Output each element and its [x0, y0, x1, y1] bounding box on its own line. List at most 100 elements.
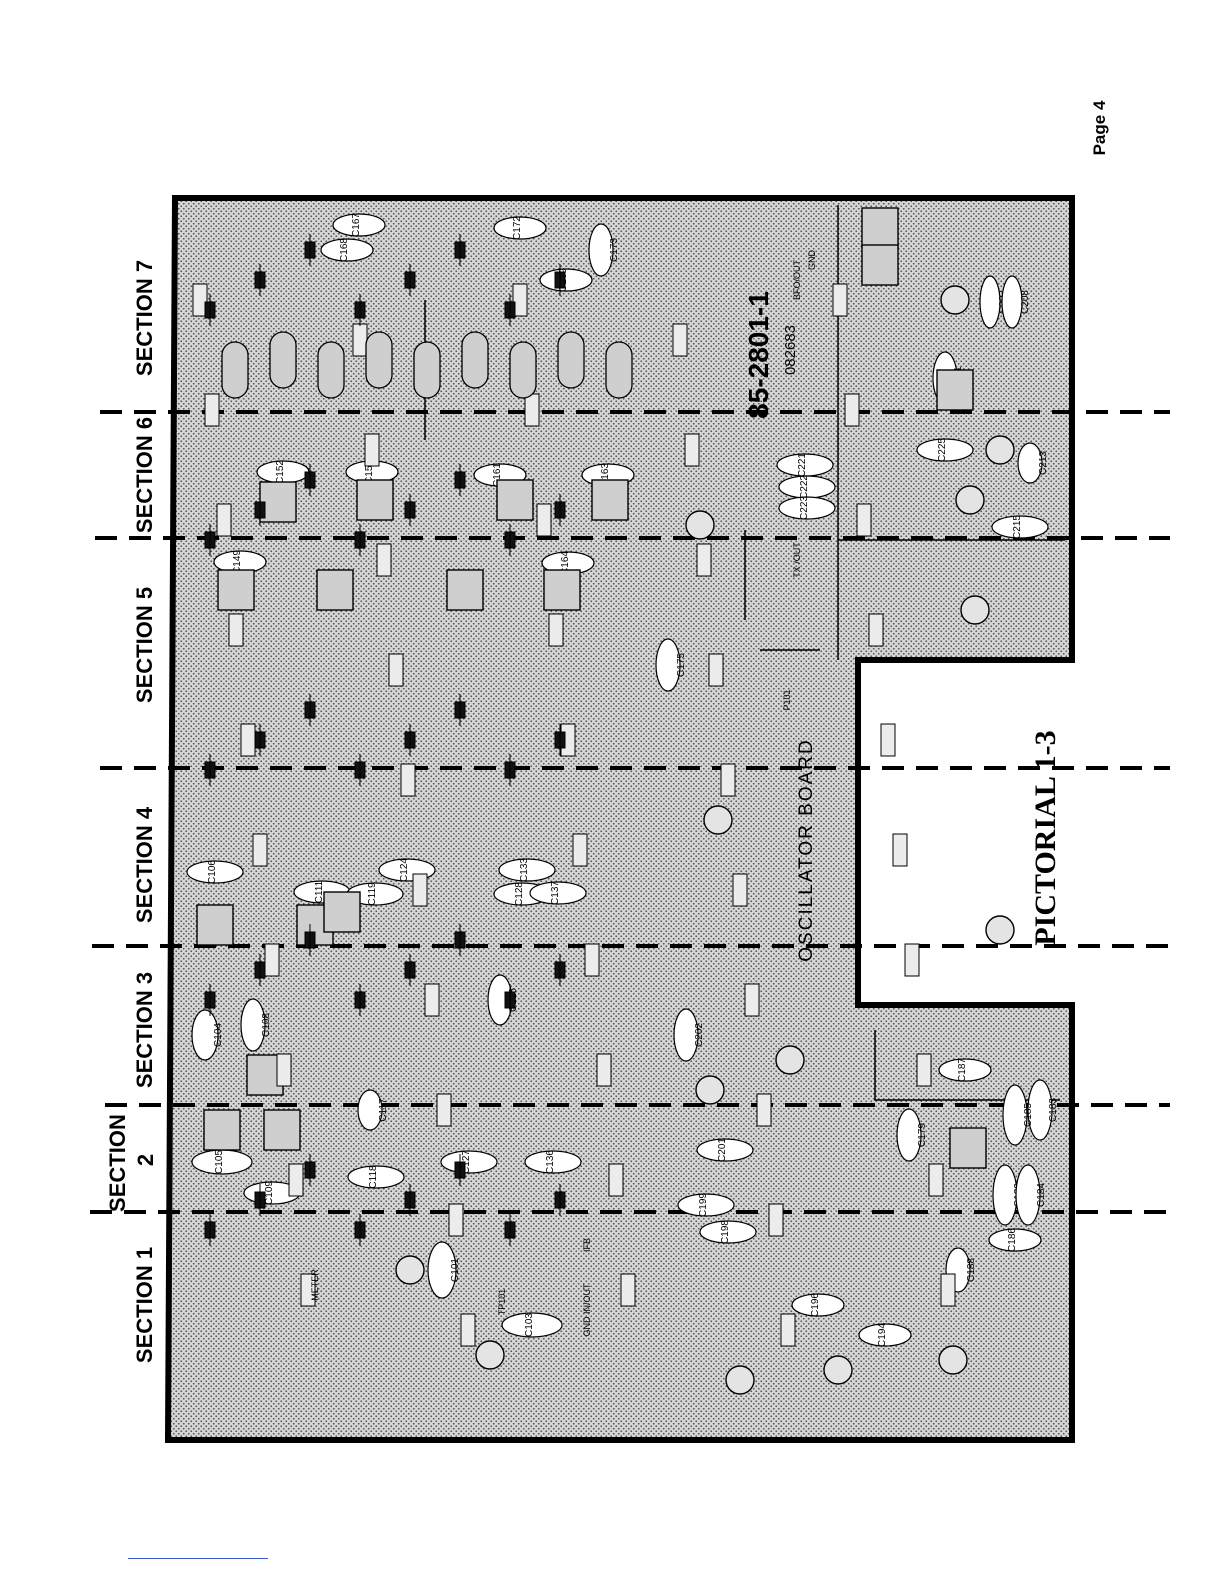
- diode-d114: [404, 954, 416, 986]
- capacitor-c106: [186, 860, 244, 884]
- capacitor-label: C103: [524, 1313, 535, 1337]
- capacitor-label: C152: [275, 460, 286, 484]
- capacitor-c108: [240, 998, 266, 1052]
- capacitor-label: C137: [550, 881, 561, 905]
- diode-d129: [354, 524, 366, 556]
- resistor-r102: [204, 393, 220, 427]
- resistor-r111: [288, 1163, 304, 1197]
- diode-d102: [254, 1184, 266, 1216]
- resistor-r148: [696, 543, 712, 577]
- resistor-r104: [228, 613, 244, 647]
- crystal-y101: [221, 341, 249, 399]
- capacitor-c199: [677, 1193, 735, 1217]
- transistor-q113: [985, 435, 1015, 465]
- capacitor-label: C199: [698, 1193, 709, 1217]
- capacitor-label: C164: [560, 551, 571, 575]
- diode-d112: [304, 924, 316, 956]
- diode-d138: [404, 264, 416, 296]
- crystal-y108: [557, 331, 585, 389]
- capacitor-label: C215: [1012, 515, 1023, 539]
- resistor-r164: [892, 833, 908, 867]
- capacitor-label: C198: [720, 1220, 731, 1244]
- coil-l125: [259, 481, 297, 523]
- capacitor-label: C133: [519, 858, 530, 882]
- crystal-y103: [317, 341, 345, 399]
- capacitor-c208: [1001, 275, 1023, 329]
- diode-d139: [454, 234, 466, 266]
- capacitor-label: C117: [378, 1098, 389, 1122]
- diode-d103: [304, 1154, 316, 1186]
- capacitor-label: C188: [966, 1258, 977, 1282]
- crystal-y104: [365, 331, 393, 389]
- capacitor-label: C196: [810, 1293, 821, 1317]
- capacitor-label: C127: [461, 1150, 472, 1174]
- capacitor-c167: [332, 213, 386, 237]
- resistor-r121: [388, 653, 404, 687]
- transistor-q104: [775, 1045, 805, 1075]
- resistor-r137: [548, 613, 564, 647]
- diode-d137: [354, 294, 366, 326]
- resistor-r122: [400, 763, 416, 797]
- capacitor-label: C156: [364, 460, 375, 484]
- resistor-r132: [524, 393, 540, 427]
- capacitor-c187: [938, 1058, 992, 1082]
- resistor-r167: [928, 1163, 944, 1197]
- transistor-q110: [685, 510, 715, 540]
- capacitor-label: C161: [492, 463, 503, 487]
- capacitor-c183: [1027, 1079, 1053, 1141]
- capacitor-label: C101: [450, 1258, 461, 1282]
- capacitor-c168: [320, 238, 374, 262]
- capacitor-c173: [588, 223, 614, 277]
- diode-d116: [504, 984, 516, 1016]
- coil-l108: [323, 891, 361, 933]
- coil-l127: [356, 479, 394, 521]
- capacitor-c225: [916, 438, 974, 462]
- capacitor-c179: [896, 1108, 922, 1162]
- resistor-r166: [916, 1053, 932, 1087]
- resistor-r101: [192, 283, 208, 317]
- board-label: OSCILLATOR BOARD: [796, 738, 817, 961]
- crystal-y102: [269, 331, 297, 389]
- capacitor-label: C124: [399, 858, 410, 882]
- capacitor-c198: [699, 1220, 757, 1244]
- diode-d124: [504, 754, 516, 786]
- resistor-r153: [744, 983, 760, 1017]
- capacitor-c172: [493, 216, 547, 240]
- component-layer: C101C103C104C105C106C108C109C111C117C118…: [186, 207, 1059, 1395]
- resistor-r128: [436, 1093, 452, 1127]
- diode-d143: [554, 264, 566, 296]
- resistor-r107: [252, 833, 268, 867]
- diode-d111: [254, 954, 266, 986]
- transistor-q111: [985, 915, 1015, 945]
- section-1-label: SECTION 1: [132, 1247, 157, 1363]
- section-2-label-line2: 2: [133, 1154, 158, 1166]
- capacitor-c118: [347, 1165, 405, 1189]
- capacitor-c117: [357, 1089, 383, 1131]
- page-number: Page 4: [1090, 100, 1109, 155]
- resistor-r103: [216, 503, 232, 537]
- capacitor-label: C128: [514, 882, 525, 906]
- resistor-r117: [364, 433, 380, 467]
- board-part-number: 85-2801-1: [743, 291, 774, 419]
- resistor-r141: [596, 1053, 612, 1087]
- section-7-label: SECTION 7: [132, 260, 157, 376]
- resistor-r129: [448, 1203, 464, 1237]
- diode-d142: [504, 294, 516, 326]
- resistor-r155: [768, 1203, 784, 1237]
- pad-bfo-out: BFO/OUT: [792, 259, 802, 300]
- diode-d126: [204, 524, 216, 556]
- resistor-r131: [512, 283, 528, 317]
- diode-d104: [354, 1214, 366, 1246]
- diode-d118: [204, 754, 216, 786]
- section-3-label: SECTION 3: [132, 972, 157, 1088]
- section-2-label-line1: SECTION: [105, 1114, 130, 1212]
- diode-d131: [454, 464, 466, 496]
- transistor-q108: [395, 1255, 425, 1285]
- coil-l131: [543, 569, 581, 611]
- coil-l105: [263, 1109, 301, 1151]
- resistor-r123: [412, 873, 428, 907]
- transistor-q107: [703, 805, 733, 835]
- coil-l102: [196, 904, 234, 946]
- capacitor-label: C149: [232, 550, 243, 574]
